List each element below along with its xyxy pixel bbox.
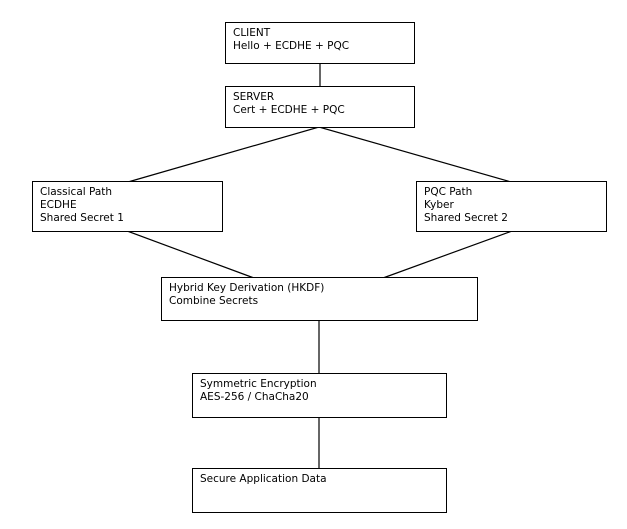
node-hkdf-title: Hybrid Key Derivation (HKDF) <box>169 282 325 294</box>
node-secure-title: Secure Application Data <box>200 473 327 485</box>
connector-classical-hkdf <box>126 230 255 279</box>
node-symmetric-detail: AES-256 / ChaCha20 <box>200 391 309 403</box>
node-hybrid-key-derivation: Hybrid Key Derivation (HKDF) Combine Sec… <box>161 277 478 321</box>
node-symmetric-encryption: Symmetric Encryption AES-256 / ChaCha20 <box>192 373 447 418</box>
node-secure-application-data: Secure Application Data <box>192 468 447 513</box>
node-classical-detail2: Shared Secret 1 <box>40 212 124 224</box>
node-hkdf-detail: Combine Secrets <box>169 295 259 307</box>
node-classical-path: Classical Path ECDHE Shared Secret 1 <box>32 181 223 232</box>
node-pqc-detail2: Shared Secret 2 <box>424 212 508 224</box>
node-server-detail: Cert + ECDHE + PQC <box>233 104 345 116</box>
node-pqc-title: PQC Path <box>424 186 473 198</box>
node-classical-title: Classical Path <box>40 186 113 198</box>
connector-server-classical <box>127 126 320 183</box>
node-classical-detail: ECDHE <box>40 199 77 211</box>
node-client: CLIENT Hello + ECDHE + PQC <box>225 22 415 64</box>
node-symmetric-title: Symmetric Encryption <box>200 378 317 390</box>
node-server-title: SERVER <box>233 91 275 103</box>
node-client-title: CLIENT <box>233 27 271 39</box>
connector-pqc-hkdf <box>382 230 513 279</box>
connector-server-pqc <box>318 126 512 183</box>
node-client-detail: Hello + ECDHE + PQC <box>233 40 350 52</box>
node-server: SERVER Cert + ECDHE + PQC <box>225 86 415 128</box>
node-pqc-detail: Kyber <box>424 199 454 211</box>
node-pqc-path: PQC Path Kyber Shared Secret 2 <box>416 181 607 232</box>
